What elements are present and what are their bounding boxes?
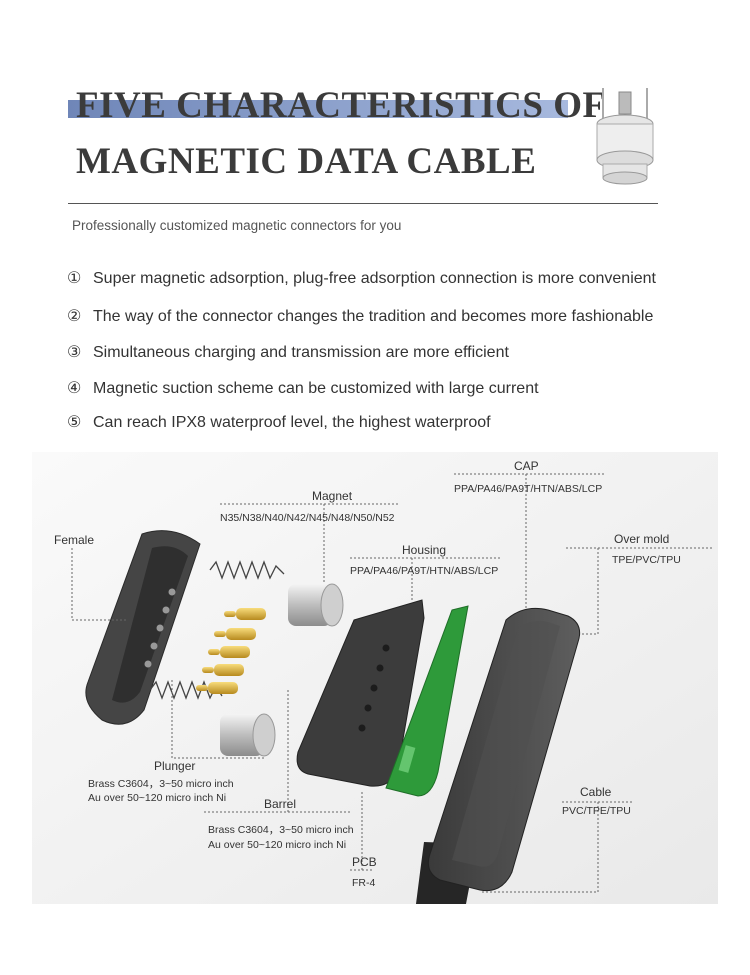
feature-number: ③ bbox=[67, 344, 82, 361]
spec-pcb: FR-4 bbox=[352, 877, 375, 889]
feature-text: Simultaneous charging and transmission a… bbox=[93, 344, 509, 361]
page-title-line1: FIVE CHARACTERISTICS OF bbox=[76, 85, 606, 126]
pcb-leader bbox=[350, 792, 372, 871]
cable-part bbox=[416, 607, 581, 904]
pcb-part bbox=[385, 605, 469, 797]
label-magnet: Magnet bbox=[312, 489, 353, 503]
spec-plunger-1: Brass C3604，3~50 micro inch bbox=[88, 778, 234, 790]
spec-magnet: N35/N38/N40/N42/N45/N48/N50/N52 bbox=[220, 512, 395, 524]
feature-number: ⑤ bbox=[67, 414, 82, 431]
spec-plunger-2: Au over 50~120 micro inch Ni bbox=[88, 792, 226, 804]
feature-number: ② bbox=[67, 308, 82, 325]
spring-icon bbox=[149, 680, 223, 700]
label-plunger: Plunger bbox=[154, 759, 195, 773]
feature-text: Super magnetic adsorption, plug-free ads… bbox=[93, 270, 656, 287]
over-mold-leader bbox=[566, 547, 712, 635]
pogo-pins bbox=[196, 608, 266, 694]
feature-item-4: ④ Magnetic suction scheme can be customiz… bbox=[67, 378, 539, 398]
spec-barrel-1: Brass C3604，3~50 micro inch bbox=[208, 824, 354, 836]
feature-item-3: ③ Simultaneous charging and transmission … bbox=[67, 342, 509, 362]
label-pcb: PCB bbox=[352, 855, 377, 869]
feature-number: ① bbox=[67, 270, 82, 287]
plunger-leader bbox=[171, 680, 266, 759]
cap-leader bbox=[454, 473, 604, 608]
housing-leader bbox=[350, 557, 502, 600]
feature-item-5: ⑤ Can reach IPX8 waterproof level, the hi… bbox=[67, 412, 491, 432]
label-female: Female bbox=[54, 533, 94, 547]
feature-item-1: ① Super magnetic adsorption, plug-free ad… bbox=[67, 268, 656, 288]
label-housing: Housing bbox=[402, 543, 446, 557]
spec-housing: PPA/PA46/PA9T/HTN/ABS/LCP bbox=[350, 565, 498, 577]
female-part bbox=[85, 530, 201, 725]
label-barrel: Barrel bbox=[264, 797, 296, 811]
label-cable: Cable bbox=[580, 785, 612, 799]
barrel-leader bbox=[204, 690, 352, 813]
female-leader bbox=[71, 548, 126, 621]
subtitle: Professionally customized magnetic conne… bbox=[72, 218, 402, 233]
title-highlight-bar bbox=[68, 100, 568, 118]
exploded-connector-diagram: Female Magnet N35/N38/N40/N42/N45/N48/N5… bbox=[32, 452, 718, 904]
feature-text: Magnetic suction scheme can be customize… bbox=[93, 380, 539, 397]
spec-barrel-2: Au over 50~120 micro inch Ni bbox=[208, 839, 346, 851]
spec-cable: PVC/TPE/TPU bbox=[562, 805, 631, 817]
feature-number: ④ bbox=[67, 380, 82, 397]
connector-illustration bbox=[596, 88, 654, 185]
page-title-line2: MAGNETIC DATA CABLE bbox=[76, 141, 537, 182]
label-over-mold: Over mold bbox=[614, 532, 669, 546]
magnet-leader bbox=[220, 503, 398, 584]
cable-leader bbox=[480, 801, 632, 893]
magnet-top bbox=[288, 583, 344, 627]
header-divider bbox=[68, 203, 658, 204]
magnet-bottom bbox=[220, 713, 276, 757]
spec-cap: PPA/PA46/PA9T/HTN/ABS/LCP bbox=[454, 483, 602, 495]
label-cap: CAP bbox=[514, 459, 539, 473]
feature-item-2: ② The way of the connector changes the tr… bbox=[67, 306, 653, 326]
feature-text: Can reach IPX8 waterproof level, the hig… bbox=[93, 414, 491, 431]
feature-text: The way of the connector changes the tra… bbox=[93, 308, 654, 325]
spec-over-mold: TPE/PVC/TPU bbox=[612, 554, 681, 566]
spring-icon bbox=[209, 560, 285, 580]
